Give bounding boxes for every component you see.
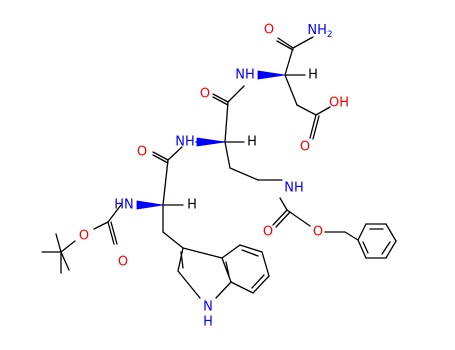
atom-label-nh2-main: NH bbox=[307, 23, 327, 38]
atom-label-hydroxyl: OH bbox=[329, 96, 349, 111]
bond bbox=[224, 101, 229, 143]
bond bbox=[227, 85, 245, 103]
bond bbox=[275, 211, 291, 228]
bond bbox=[225, 261, 230, 277]
atom-label-nitrogen: N bbox=[203, 300, 213, 315]
bond bbox=[286, 209, 311, 227]
bond bbox=[381, 241, 391, 255]
bond bbox=[180, 251, 184, 269]
bond bbox=[315, 106, 331, 116]
bond bbox=[182, 247, 223, 259]
bond bbox=[241, 249, 259, 257]
atom-label-nh2-subscript: 2 bbox=[327, 30, 333, 40]
bond bbox=[272, 209, 288, 226]
bond bbox=[296, 104, 317, 116]
atom-label-hydrogen: H bbox=[203, 315, 213, 330]
atom-label-oxygen: O bbox=[300, 140, 310, 155]
bond bbox=[162, 231, 184, 249]
bond bbox=[309, 114, 317, 139]
bond bbox=[167, 146, 183, 161]
atom-label-hydrogen: H bbox=[187, 198, 197, 213]
atom-label-oxygen: O bbox=[79, 229, 89, 244]
bond bbox=[55, 233, 62, 253]
wedge-bond bbox=[136, 200, 164, 210]
atom-label-oxygen: O bbox=[263, 225, 273, 240]
bond bbox=[162, 159, 169, 206]
atom-label-oxygen: O bbox=[118, 255, 128, 270]
bond bbox=[152, 151, 169, 161]
bond bbox=[362, 241, 369, 254]
bond bbox=[261, 251, 270, 277]
atom-label-oxygen: O bbox=[137, 145, 147, 160]
bond bbox=[215, 281, 232, 299]
bond bbox=[284, 74, 298, 106]
atom-label-nh2: NH2 bbox=[307, 23, 332, 40]
bond bbox=[357, 239, 367, 259]
atom-label-nh: NH bbox=[284, 181, 304, 196]
atom-label-oxygen: O bbox=[264, 23, 274, 38]
bond-layer bbox=[41, 36, 397, 299]
bond bbox=[224, 141, 231, 169]
wedge-bond bbox=[196, 137, 226, 147]
bond bbox=[277, 37, 294, 49]
bond bbox=[312, 115, 320, 140]
bond bbox=[107, 221, 115, 245]
bond bbox=[279, 197, 288, 211]
bond bbox=[177, 270, 201, 299]
bond bbox=[221, 257, 232, 283]
bond bbox=[221, 244, 241, 259]
bond bbox=[93, 221, 109, 230]
bond bbox=[344, 231, 359, 241]
wedge-bond bbox=[257, 70, 286, 80]
atom-label-oxygen: O bbox=[313, 225, 323, 240]
bond bbox=[110, 221, 118, 245]
bond bbox=[292, 36, 314, 49]
atom-label-nh: NH bbox=[235, 68, 255, 83]
bond bbox=[60, 251, 70, 271]
bond bbox=[284, 47, 294, 76]
atom-label-layer: O NH2 NH H O OH O NH H O NH HN H O O O O… bbox=[79, 23, 349, 330]
bond bbox=[239, 244, 263, 253]
bond bbox=[60, 240, 76, 253]
bond bbox=[276, 40, 294, 51]
bond bbox=[229, 167, 259, 181]
wedge-layer bbox=[136, 70, 286, 210]
bond bbox=[107, 204, 122, 223]
bond bbox=[385, 223, 397, 242]
bond bbox=[385, 240, 397, 259]
bond bbox=[252, 275, 270, 294]
bond bbox=[177, 247, 184, 272]
bond bbox=[152, 154, 169, 164]
bond bbox=[251, 274, 265, 289]
atom-label-nh: NH bbox=[175, 135, 195, 150]
atom-label-hydrogen: H bbox=[308, 68, 318, 83]
bond bbox=[212, 96, 229, 106]
bond bbox=[212, 93, 229, 103]
bond bbox=[357, 223, 367, 241]
atom-label-hydrogen: H bbox=[247, 135, 257, 150]
atom-label-hn: HN bbox=[114, 198, 134, 213]
bond bbox=[230, 281, 254, 294]
atom-label-oxygen: O bbox=[200, 87, 210, 102]
